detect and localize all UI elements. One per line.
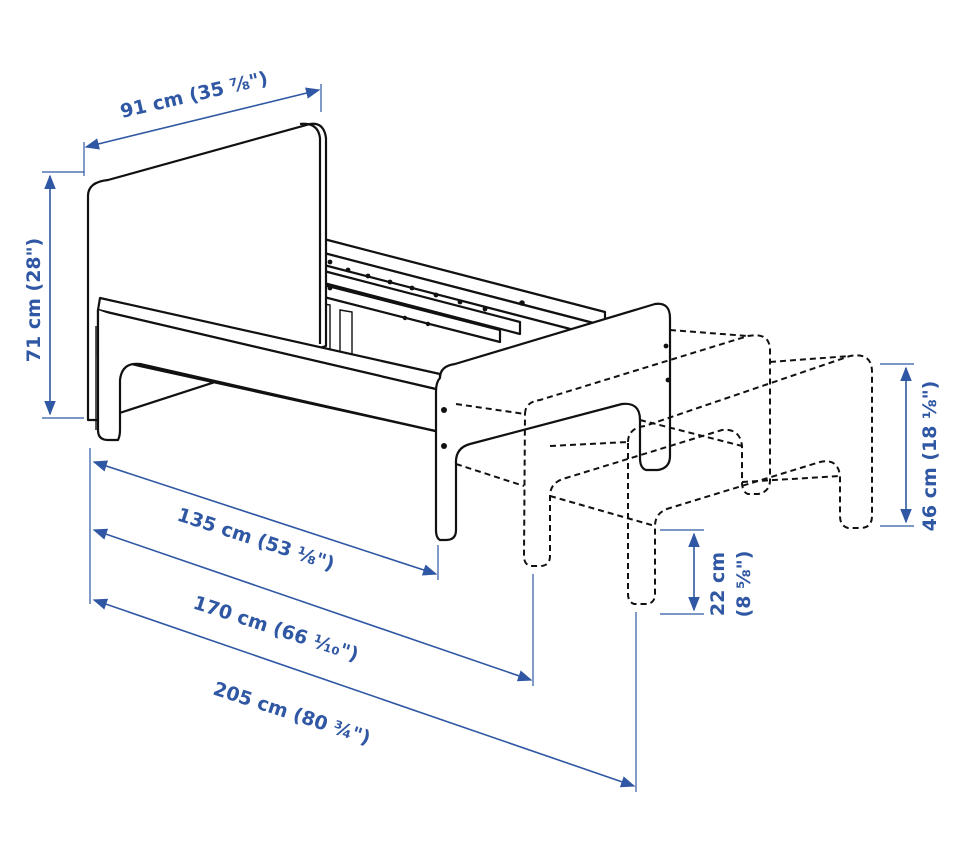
- near-side-rail: [95, 296, 442, 442]
- dimension-lines: [42, 84, 914, 792]
- clearance-height-label-cm: 22 cm: [707, 552, 729, 616]
- far-side-rail: [318, 236, 607, 344]
- width-label: 91 cm (35 ⅞"): [118, 68, 270, 123]
- extension-position-2: [549, 354, 873, 605]
- length-mid-label: 170 cm (66 ¹⁄₁₀"): [190, 592, 361, 666]
- footboard: [434, 302, 672, 542]
- headboard-height-label: 71 cm (28"): [23, 238, 45, 362]
- extension-position-1: [455, 329, 771, 567]
- extension-height-label: 46 cm (18 ⅛"): [919, 381, 941, 532]
- bed-illustration: [86, 122, 873, 605]
- clearance-height-label-in: (8 ⅝"): [733, 551, 755, 618]
